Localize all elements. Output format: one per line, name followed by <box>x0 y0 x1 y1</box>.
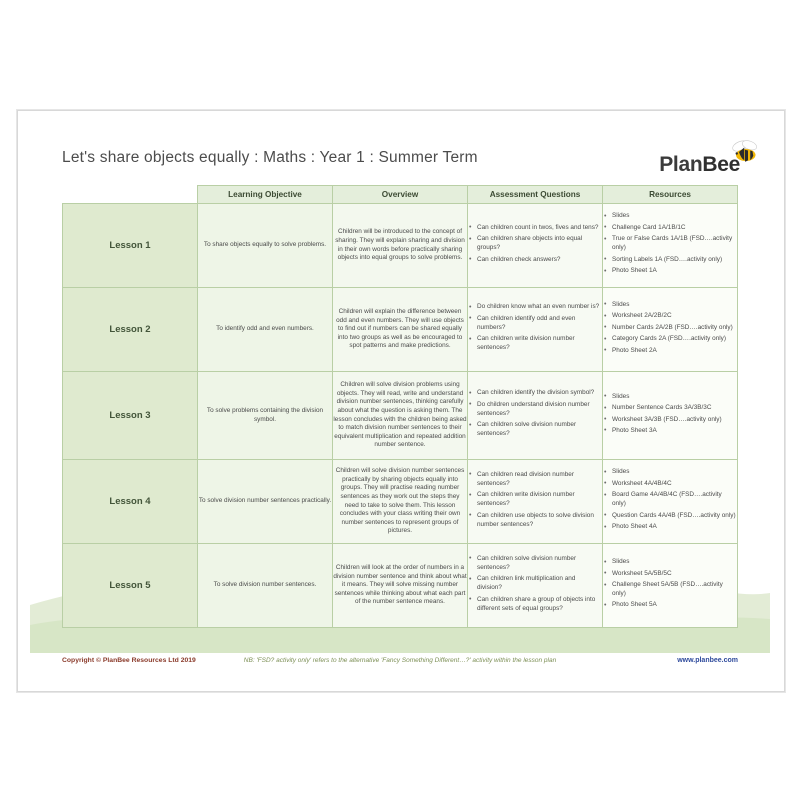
list-item: Can children check answers? <box>469 255 602 265</box>
list-item: Sorting Labels 1A (FSD….activity only) <box>604 255 737 265</box>
list-item: Slides <box>604 468 737 478</box>
list-item: Can children write division number sente… <box>469 491 602 509</box>
list-item: Can children write division number sente… <box>469 335 602 353</box>
lesson-assessment: Can children identify the division symbo… <box>467 371 603 460</box>
copyright-text: Copyright © PlanBee Resources Ltd 2019 <box>62 657 196 664</box>
lesson-label: Lesson 4 <box>62 459 198 544</box>
lesson-objective: To solve problems containing the divisio… <box>197 371 333 460</box>
list-item: Number Cards 2A/2B (FSD….activity only) <box>604 323 737 333</box>
table-row: Lesson 3 To solve problems containing th… <box>62 371 738 460</box>
document-footer: Copyright © PlanBee Resources Ltd 2019 N… <box>62 657 738 671</box>
list-item: Can children count in twos, fives and te… <box>469 223 602 233</box>
list-item: Category Cards 2A (FSD….activity only) <box>604 335 737 345</box>
lesson-assessment: Can children count in twos, fives and te… <box>467 203 603 288</box>
list-item: Can children share objects into equal gr… <box>469 235 602 253</box>
lesson-objective: To solve division number sentences pract… <box>197 459 333 544</box>
lesson-plan-table: Learning Objective Overview Assessment Q… <box>62 185 738 628</box>
bee-icon <box>732 140 757 162</box>
lesson-label: Lesson 2 <box>62 287 198 372</box>
column-header-learning-objective: Learning Objective <box>197 185 333 204</box>
list-item: Can children solve division number sente… <box>469 421 602 439</box>
lesson-objective: To identify odd and even numbers. <box>197 287 333 372</box>
list-item: Question Cards 4A/4B (FSD….activity only… <box>604 511 737 521</box>
lesson-objective: To share objects equally to solve proble… <box>197 203 333 288</box>
planbee-logo: PlanBee <box>614 139 764 183</box>
resources-list: Slides Worksheet 4A/4B/4C Board Game 4A/… <box>603 468 737 533</box>
lesson-objective: To solve division number sentences. <box>197 543 333 628</box>
list-item: Photo Sheet 5A <box>604 601 737 611</box>
list-item: Can children solve division number sente… <box>469 554 602 573</box>
lesson-overview: Children will solve division problems us… <box>332 371 468 460</box>
assessment-list: Can children solve division number sente… <box>468 554 602 614</box>
lesson-label: Lesson 1 <box>62 203 198 288</box>
logo-wordmark: PlanBee <box>659 153 740 177</box>
lesson-resources: Slides Challenge Card 1A/1B/1C True or F… <box>602 203 738 288</box>
logo-plan-text: Plan <box>659 153 703 176</box>
list-item: Challenge Card 1A/1B/1C <box>604 223 737 233</box>
column-header-blank <box>62 185 198 204</box>
resources-list: Slides Number Sentence Cards 3A/3B/3C Wo… <box>603 392 737 436</box>
column-header-overview: Overview <box>332 185 468 204</box>
lesson-label: Lesson 5 <box>62 543 198 628</box>
table-row: Lesson 4 To solve division number senten… <box>62 459 738 544</box>
website-url[interactable]: www.planbee.com <box>677 657 738 664</box>
lesson-resources: Slides Number Sentence Cards 3A/3B/3C Wo… <box>602 371 738 460</box>
list-item: Slides <box>604 392 737 402</box>
lesson-overview: Children will solve division number sent… <box>332 459 468 544</box>
list-item: Can children link multiplication and div… <box>469 575 602 593</box>
lesson-assessment: Do children know what an even number is?… <box>467 287 603 372</box>
table-row: Lesson 5 To solve division number senten… <box>62 543 738 628</box>
assessment-list: Can children identify the division symbo… <box>468 389 602 439</box>
document-header: Let's share objects equally : Maths : Ye… <box>30 123 770 185</box>
list-item: Photo Sheet 2A <box>604 346 737 356</box>
footnote-text: NB: 'FSD? activity only' refers to the a… <box>243 657 557 664</box>
column-header-resources: Resources <box>602 185 738 204</box>
list-item: Slides <box>604 558 737 568</box>
lesson-label: Lesson 3 <box>62 371 198 460</box>
list-item: Board Game 4A/4B/4C (FSD….activity only) <box>604 491 737 509</box>
resources-list: Slides Worksheet 5A/5B/5C Challenge Shee… <box>603 558 737 611</box>
assessment-list: Do children know what an even number is?… <box>468 303 602 353</box>
logo-bee-text: Bee <box>702 153 740 176</box>
lesson-resources: Slides Worksheet 4A/4B/4C Board Game 4A/… <box>602 459 738 544</box>
list-item: Number Sentence Cards 3A/3B/3C <box>604 404 737 414</box>
list-item: Can children share a group of objects in… <box>469 595 602 614</box>
list-item: True or False Cards 1A/1B (FSD….activity… <box>604 235 737 253</box>
table-header-row: Learning Objective Overview Assessment Q… <box>62 185 738 204</box>
lesson-assessment: Can children solve division number sente… <box>467 543 603 628</box>
list-item: Can children identify the division symbo… <box>469 389 602 399</box>
list-item: Can children use objects to solve divisi… <box>469 511 602 530</box>
lesson-resources: Slides Worksheet 2A/2B/2C Number Cards 2… <box>602 287 738 372</box>
assessment-list: Can children count in twos, fives and te… <box>468 223 602 265</box>
list-item: Photo Sheet 3A <box>604 426 737 436</box>
lesson-overview: Children will explain the difference bet… <box>332 287 468 372</box>
list-item: Do children know what an even number is? <box>469 303 602 313</box>
assessment-list: Can children read division number senten… <box>468 470 602 530</box>
lesson-overview: Children will be introduced to the conce… <box>332 203 468 288</box>
lesson-overview: Children will look at the order of numbe… <box>332 543 468 628</box>
column-header-assessment-questions: Assessment Questions <box>467 185 603 204</box>
resources-list: Slides Challenge Card 1A/1B/1C True or F… <box>603 212 737 277</box>
table-row: Lesson 1 To share objects equally to sol… <box>62 203 738 288</box>
lesson-plan-sheet: Let's share objects equally : Maths : Ye… <box>30 123 770 679</box>
table-row: Lesson 2 To identify odd and even number… <box>62 287 738 372</box>
list-item: Do children understand division number s… <box>469 400 602 419</box>
list-item: Can children read division number senten… <box>469 470 602 489</box>
document-frame: Let's share objects equally : Maths : Ye… <box>17 110 785 692</box>
list-item: Slides <box>604 212 737 222</box>
list-item: Slides <box>604 300 737 310</box>
list-item: Photo Sheet 1A <box>604 267 737 277</box>
resources-list: Slides Worksheet 2A/2B/2C Number Cards 2… <box>603 300 737 356</box>
list-item: Worksheet 5A/5B/5C <box>604 569 737 579</box>
list-item: Worksheet 2A/2B/2C <box>604 312 737 322</box>
list-item: Challenge Sheet 5A/5B (FSD….activity onl… <box>604 581 737 599</box>
lesson-assessment: Can children read division number senten… <box>467 459 603 544</box>
list-item: Photo Sheet 4A <box>604 523 737 533</box>
lesson-resources: Slides Worksheet 5A/5B/5C Challenge Shee… <box>602 543 738 628</box>
list-item: Worksheet 3A/3B (FSD….activity only) <box>604 415 737 425</box>
list-item: Can children identify odd and even numbe… <box>469 314 602 333</box>
page-title: Let's share objects equally : Maths : Ye… <box>62 149 478 166</box>
list-item: Worksheet 4A/4B/4C <box>604 479 737 489</box>
